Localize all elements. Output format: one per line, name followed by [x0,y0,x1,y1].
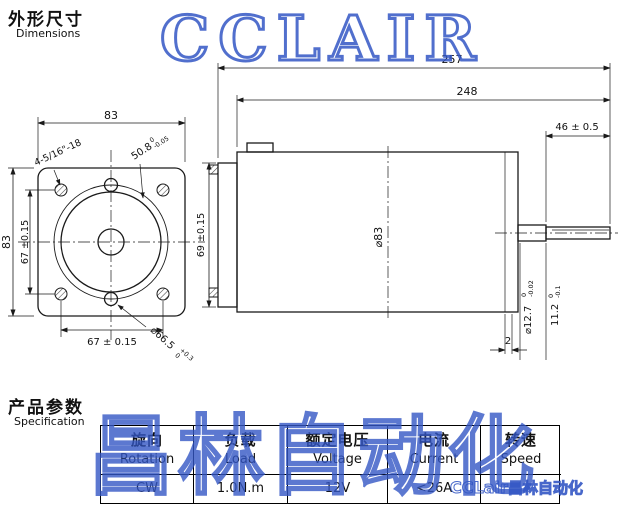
dim-bolt-circle: ⌀66.5 [148,325,176,352]
dim-front-height: 83 [0,235,13,249]
mounting-hole [156,287,170,301]
dim-holes-thread: 4-5/16"-18 [33,137,84,168]
front-view [18,150,205,340]
col-header-speed: 转速 Speed [481,426,561,475]
dim-pilot-sub: -0.05 [152,134,170,150]
value-voltage: 12V [288,475,388,503]
dim-hole-span-left: 67 ±0.15 [20,220,31,264]
dim-overall-length: 257 [442,53,463,66]
flange-side [217,162,238,308]
header-voltage-en: Voltage [313,452,362,467]
header-speed-cn: 转速 [504,431,537,449]
terminal-bump [246,142,274,153]
spec-table: 旋向 Rotation 负载 Load 额定电压 Voltage 电流 Curr… [100,425,561,504]
value-load: 1.0N.m [194,475,288,503]
dim-rear-cap: 2 [505,336,511,347]
spec-title-cn: 产品参数 [8,398,84,418]
header-load-cn: 负载 [224,431,257,449]
dim-shaft-flat-sub: -0.1 [554,285,562,298]
mounting-hole [54,183,68,197]
front-dimensions: 83 83 67 ±0.15 67 ± 0.15 4-5/16"-18 [0,109,195,363]
header-current-en: Current [409,452,459,467]
page-title-cn: 外形尺寸 [8,10,84,30]
dim-pilot: 50.8 [130,141,155,162]
dim-hole-span-bottom: 67 ± 0.15 [87,337,137,348]
header-current-cn: 电流 [417,431,450,449]
value-current: <26A [388,475,481,503]
dim-body-length: 248 [457,85,478,98]
header-voltage-cn: 额定电压 [305,431,370,449]
header-rotation-cn: 旋向 [130,431,163,449]
dim-bolt-circle-sub: 0 [173,351,181,360]
page-title-en: Dimensions [16,27,81,40]
dim-shaft-length: 46 ± 0.5 [555,122,598,133]
flange-tab [208,164,219,175]
side-dimensions: 257 248 46 ± 0.5 69 ±0.15 ⌀83 ⌀ [196,53,611,360]
dim-pilot-sup: 0 [148,135,156,144]
dim-front-width: 83 [104,109,118,122]
mounting-hole [156,183,170,197]
dim-flange-height: 69 ±0.15 [196,213,207,257]
value-speed [481,475,561,503]
dim-body-diameter: ⌀83 [372,227,385,248]
dim-shaft-diameter: ⌀12.7 [523,306,534,334]
header-load-en: Load [224,452,257,467]
col-header-rotation: 旋向 Rotation [101,426,194,475]
dim-shaft-flat: 11.2 [550,304,561,326]
side-view [208,142,618,320]
mounting-hole [54,287,68,301]
dim-shaft-diameter-sub: -0.02 [527,280,535,297]
dim-shaft-diameter-sup: 0 [520,293,528,297]
col-header-load: 负载 Load [194,426,288,475]
header-rotation-en: Rotation [119,452,175,467]
spec-title-en: Specification [14,415,85,428]
header-speed-en: Speed [500,452,542,467]
dim-shaft-flat-sup: 0 [547,294,555,298]
col-header-current: 电流 Current [388,426,481,475]
value-rotation: CW [101,475,194,503]
col-header-voltage: 额定电压 Voltage [288,426,388,475]
flange-tab [208,287,219,298]
